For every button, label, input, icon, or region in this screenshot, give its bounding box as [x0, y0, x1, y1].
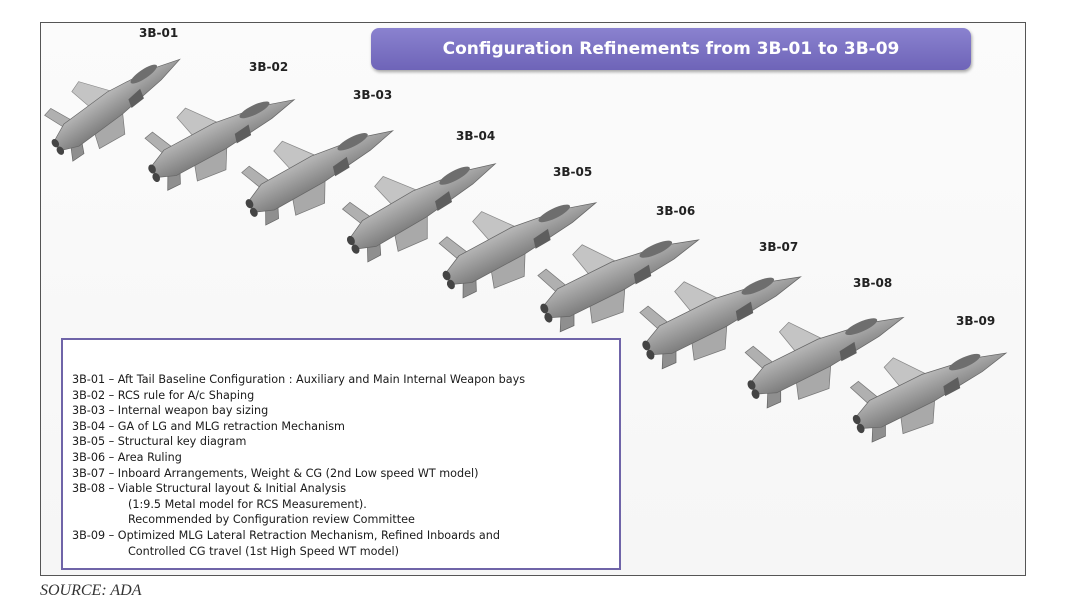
note-line-3b-02: 3B-02 – RCS rule for A/c Shaping: [72, 388, 255, 402]
config-label-3b-03: 3B-03: [353, 88, 392, 102]
configuration-notes: 3B-01 – Aft Tail Baseline Configuration …: [61, 338, 621, 570]
config-label-3b-01: 3B-01: [139, 26, 178, 40]
note-line-3b-03: 3B-03 – Internal weapon bay sizing: [72, 404, 269, 418]
note-line-3b-07: 3B-07 – Inboard Arrangements, Weight & C…: [72, 466, 479, 480]
source-caption: SOURCE: ADA: [40, 582, 142, 599]
note-line-3b-08-recommendation: Recommended by Configuration review Comm…: [128, 513, 415, 527]
note-line-3b-06: 3B-06 – Area Ruling: [72, 450, 182, 464]
note-line-3b-09: 3B-09 – Optimized MLG Lateral Retraction…: [72, 528, 500, 542]
config-label-3b-02: 3B-02: [249, 60, 288, 74]
note-line-3b-08: 3B-08 – Viable Structural layout & Initi…: [72, 482, 347, 496]
config-label-3b-09: 3B-09: [956, 314, 995, 328]
config-label-3b-05: 3B-05: [553, 165, 592, 179]
diagram-title: Configuration Refinements from 3B-01 to …: [371, 28, 971, 70]
aircraft-configurations: 3B-01 3B-02 3B-03 3B-04 3B-05 3B-06 3B-0…: [41, 26, 1021, 453]
note-line-3b-09-detail: Controlled CG travel (1st High Speed WT …: [128, 544, 399, 558]
diagram-frame: Configuration Refinements from 3B-01 to …: [40, 22, 1026, 576]
note-line-3b-05: 3B-05 – Structural key diagram: [72, 435, 247, 449]
config-label-3b-07: 3B-07: [759, 240, 798, 254]
note-line-3b-04: 3B-04 – GA of LG and MLG retraction Mech…: [72, 419, 345, 433]
config-label-3b-04: 3B-04: [456, 129, 495, 143]
config-label-3b-08: 3B-08: [853, 276, 892, 290]
config-label-3b-06: 3B-06: [656, 204, 695, 218]
note-line-3b-08-detail: (1:9.5 Metal model for RCS Measurement).: [128, 497, 367, 511]
note-line-3b-01: 3B-01 – Aft Tail Baseline Configuration …: [72, 373, 526, 386]
